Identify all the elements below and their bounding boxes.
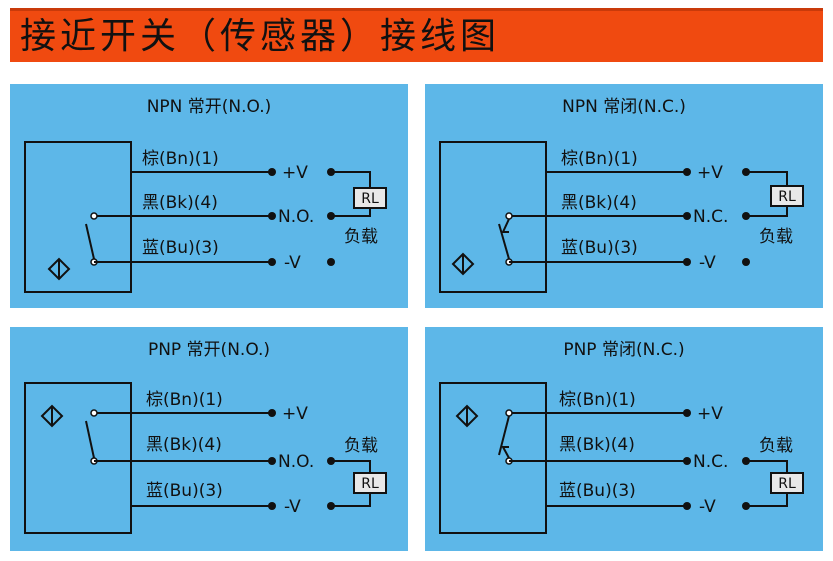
load-wire: [331, 493, 371, 507]
wire-label-blue: 蓝(Bu)(3): [559, 481, 636, 501]
load-label: 负载: [344, 227, 378, 247]
wire-label-blue: 蓝(Bu)(3): [561, 238, 638, 258]
sensor-body: [24, 382, 132, 534]
terminal-dot: [683, 502, 691, 510]
terminal-dot: [268, 168, 276, 176]
switch-contact-icon: [85, 409, 131, 465]
wire-label-black: 黑(Bk)(4): [146, 435, 222, 455]
proximity-sensor-icon: [451, 252, 475, 276]
resistor-label: RL: [778, 189, 796, 205]
wire-label-black: 黑(Bk)(4): [142, 193, 218, 213]
load-wire: [746, 171, 788, 186]
switch-contact-icon: [498, 409, 546, 465]
load-wire: [746, 206, 788, 217]
wire-label-black: 黑(Bk)(4): [561, 193, 637, 213]
terminal-dot: [268, 409, 276, 417]
terminal-dot: [268, 457, 276, 465]
load-wire: [331, 171, 371, 188]
load-label: 负载: [759, 227, 793, 247]
terminal-label-output: N.O.: [278, 452, 314, 472]
load-label: 负载: [759, 436, 793, 456]
panel-title: PNP 常开(N.O.): [148, 340, 270, 360]
resistor-label: RL: [361, 191, 379, 207]
wire-label-brown: 棕(Bn)(1): [146, 390, 223, 410]
switch-contact-icon: [85, 212, 131, 266]
terminal-label-vplus: +V: [282, 163, 308, 183]
terminal-dot: [268, 502, 276, 510]
resistor: [353, 472, 387, 494]
load-wire: [746, 460, 788, 473]
wiring-diagram-pnp-nc: PNP 常闭(N.C.) 棕(Bn)(1) 黑(Bk)(4) 蓝(Bu)(3) …: [439, 340, 804, 534]
proximity-sensor-icon: [47, 257, 71, 281]
terminal-label-vplus: +V: [697, 163, 723, 183]
resistor-label: RL: [778, 476, 796, 492]
panel-title: PNP 常闭(N.C.): [563, 340, 684, 360]
resistor: [770, 472, 804, 494]
proximity-sensor-icon: [455, 404, 479, 428]
wire-label-brown: 棕(Bn)(1): [559, 390, 636, 410]
panel-pnp-no: PNP 常开(N.O.) 棕(Bn)(1) 黑(Bk)(4) 蓝(Bu)(3) …: [10, 327, 408, 551]
sensor-body: [439, 382, 547, 534]
panel-title: NPN 常开(N.O.): [147, 97, 272, 117]
wiring-diagram-npn-no: NPN 常开(N.O.) 棕(Bn)(1) 黑(Bk)(4) 蓝(Bu)(3) …: [24, 97, 387, 293]
terminal-label-vminus: -V: [699, 497, 716, 517]
wiring-diagram-npn-nc: NPN 常闭(N.C.) 棕(Bn)(1) 黑(Bk)(4) 蓝(Bu)(3) …: [439, 97, 804, 293]
title-banner: 接近开关（传感器）接线图: [10, 8, 823, 62]
terminal-dot: [327, 258, 335, 266]
terminal-dot: [268, 258, 276, 266]
load-wire: [331, 460, 371, 473]
terminal-label-vplus: +V: [282, 404, 308, 424]
wire-label-brown: 棕(Bn)(1): [561, 149, 638, 169]
terminal-dot: [683, 212, 691, 220]
terminal-label-output: N.O.: [278, 207, 314, 227]
terminal-label-output: N.C.: [693, 452, 728, 472]
panel-npn-no: NPN 常开(N.O.) 棕(Bn)(1) 黑(Bk)(4) 蓝(Bu)(3) …: [10, 84, 408, 308]
load-wire: [746, 493, 788, 507]
terminal-label-vplus: +V: [697, 404, 723, 424]
proximity-sensor-icon: [40, 404, 64, 428]
wiring-diagram-pnp-no: PNP 常开(N.O.) 棕(Bn)(1) 黑(Bk)(4) 蓝(Bu)(3) …: [24, 340, 387, 534]
terminal-dot: [683, 457, 691, 465]
panel-title: NPN 常闭(N.C.): [562, 97, 686, 117]
resistor-label: RL: [361, 476, 379, 492]
load-label: 负载: [344, 436, 378, 456]
terminal-dot: [683, 409, 691, 417]
terminal-label-vminus: -V: [699, 253, 716, 273]
terminal-label-output: N.C.: [693, 207, 728, 227]
terminal-dot: [683, 258, 691, 266]
resistor: [353, 187, 387, 209]
load-wire: [331, 208, 371, 217]
panel-npn-nc: NPN 常闭(N.C.) 棕(Bn)(1) 黑(Bk)(4) 蓝(Bu)(3) …: [425, 84, 823, 308]
wire-label-black: 黑(Bk)(4): [559, 435, 635, 455]
resistor: [770, 185, 804, 207]
wire-label-brown: 棕(Bn)(1): [142, 149, 219, 169]
wire-label-blue: 蓝(Bu)(3): [142, 238, 219, 258]
panel-pnp-nc: PNP 常闭(N.C.) 棕(Bn)(1) 黑(Bk)(4) 蓝(Bu)(3) …: [425, 327, 823, 551]
page-title: 接近开关（传感器）接线图: [20, 16, 501, 57]
terminal-label-vminus: -V: [284, 253, 301, 273]
switch-contact-icon: [498, 212, 546, 266]
terminal-dot: [683, 168, 691, 176]
terminal-dot: [268, 212, 276, 220]
terminal-dot: [742, 258, 750, 266]
terminal-label-vminus: -V: [284, 497, 301, 517]
wire-label-blue: 蓝(Bu)(3): [146, 481, 223, 501]
